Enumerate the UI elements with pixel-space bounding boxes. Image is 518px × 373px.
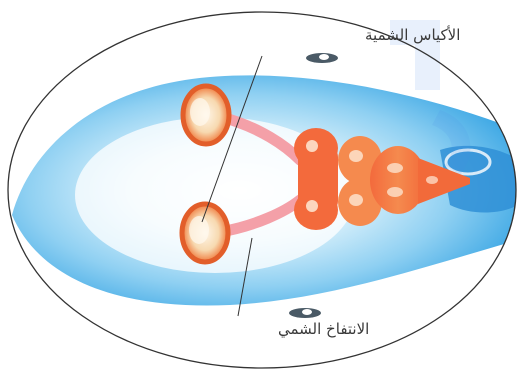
label-olfactory-sacs: الأكياس الشمية <box>365 25 460 44</box>
eye-top <box>306 53 338 63</box>
olfactory-sac-top <box>183 86 229 144</box>
label-olfactory-lobe: الانتفاخ الشمي <box>278 320 369 339</box>
eye-bottom <box>289 308 321 318</box>
